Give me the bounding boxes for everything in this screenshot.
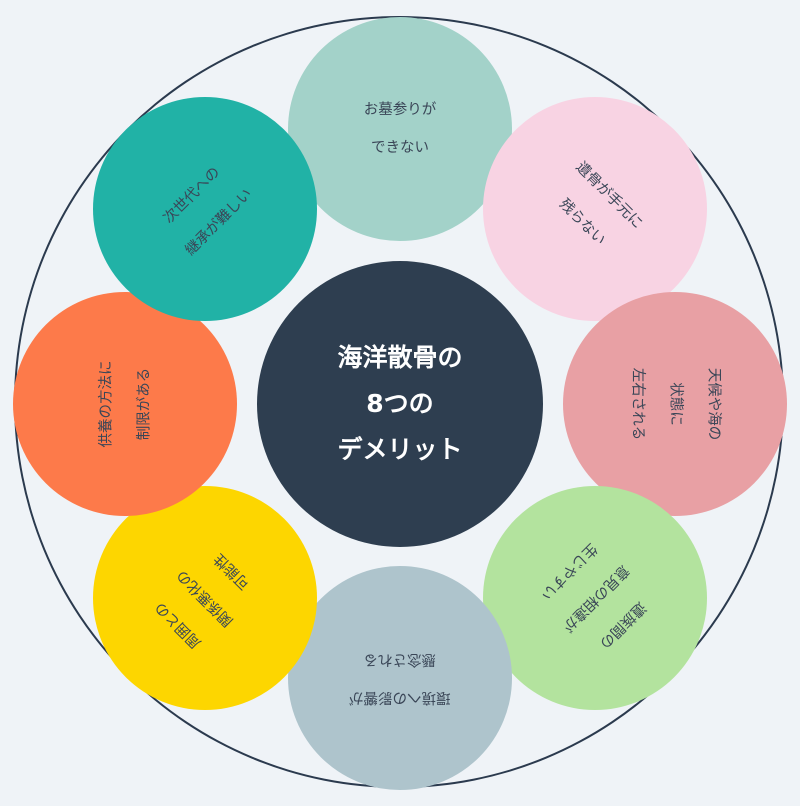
item-bottom: 環境への影響が 懸念される (288, 566, 512, 790)
item-text: 環境への影響が 懸念される (349, 640, 451, 716)
item-text: 遺族間の 意見の相違が 生じやすい (524, 527, 666, 669)
center-title-circle: 海洋散骨の 8つの デメリット (257, 261, 543, 547)
item-line: 制限がある (136, 367, 152, 441)
item-line: 天候や海の (705, 367, 721, 441)
item-top-right: 遺骨が手元に 残らない (483, 97, 707, 321)
item-line: 状態に (667, 382, 683, 426)
item-text: 遺骨が手元に 残らない (537, 151, 652, 266)
item-bottom-left: 周囲との 関係悪化の 可能性 (93, 486, 317, 710)
item-top: お墓参りが できない (288, 17, 512, 241)
item-right: 天候や海の 状態に 左右される (563, 292, 787, 516)
item-line: 環境への影響が (349, 689, 451, 705)
item-line: お墓参りが (363, 102, 437, 118)
item-text: 供養の方法に 制限がある (87, 361, 163, 448)
item-left: 供養の方法に 制限がある (13, 292, 237, 516)
item-line: 懸念される (363, 651, 437, 667)
item-text: 周囲との 関係悪化の 可能性 (139, 532, 271, 664)
item-text: お墓参りが できない (364, 91, 437, 167)
center-title-line: 海洋散骨の (337, 343, 463, 372)
item-text: 次世代への 継承が難しい (147, 151, 262, 266)
center-title-line: デメリット (337, 435, 463, 464)
item-line: 左右される (629, 367, 645, 441)
item-text: 天候や海の 状態に 左右される (618, 368, 732, 441)
center-title-line: 8つの (366, 389, 434, 418)
item-bottom-right: 遺族間の 意見の相違が 生じやすい (483, 486, 707, 710)
item-top-left: 次世代への 継承が難しい (93, 97, 317, 321)
item-line: 供養の方法に (98, 360, 114, 448)
center-title: 海洋散骨の 8つの デメリット (337, 335, 462, 473)
item-line: できない (371, 140, 429, 156)
